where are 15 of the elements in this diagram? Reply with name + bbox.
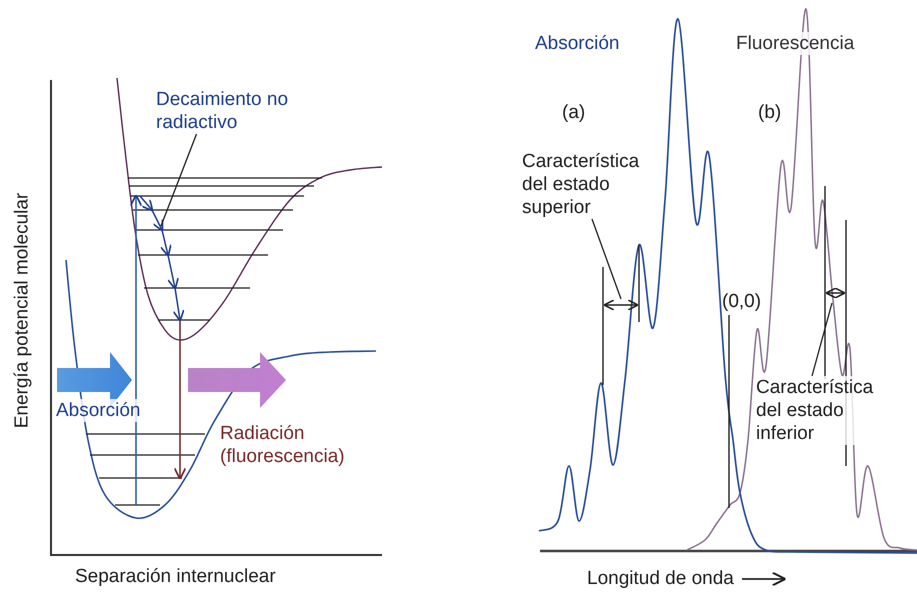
spectrum-title: Fluorescencia [736, 32, 854, 55]
axis-title: Longitud de onda [587, 567, 734, 590]
panel-label: (b) [758, 101, 782, 124]
callout-text: Característica del estado superior [522, 150, 640, 219]
leader-line [591, 218, 622, 300]
leader-line [811, 302, 833, 376]
spectrum-title: Absorción [535, 32, 620, 55]
process-label: Radiación (fluorescencia) [220, 422, 346, 468]
callout-text: Decaimiento no radiactivo [156, 88, 290, 134]
process-label: Absorción [56, 399, 140, 422]
axis-title: Separación internuclear [75, 565, 276, 588]
leader-line [160, 134, 198, 226]
peak-label: (0,0) [722, 290, 762, 313]
panel-label: (a) [562, 101, 586, 124]
axis-title: Energía potencial molecular [10, 192, 34, 428]
